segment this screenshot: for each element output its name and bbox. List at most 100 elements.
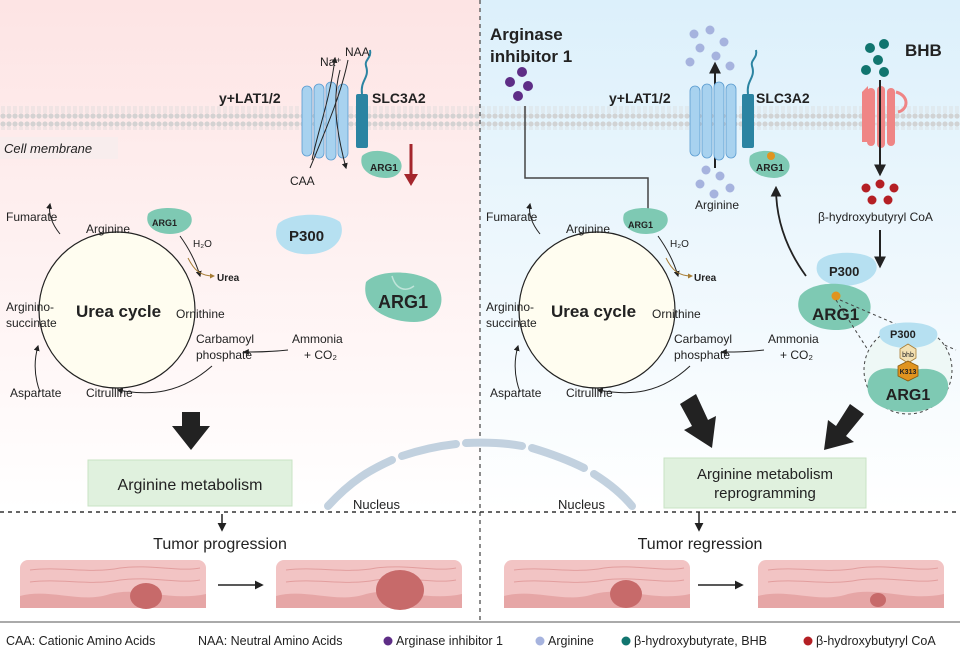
right-carbamoyl-label-2: phosphate <box>674 348 730 362</box>
legend-inhibitor-dot-icon <box>383 636 393 646</box>
citrulline-label: Citrulline <box>86 386 133 400</box>
left-cell-membrane <box>0 106 480 130</box>
left-arg1-small: ARG1 <box>361 150 402 178</box>
arg1-decrease-arrow-icon <box>404 174 418 186</box>
right-slc-label: SLC3A2 <box>756 90 810 106</box>
argininosuccinate-label-1: Arginino- <box>6 300 54 314</box>
left-arg1-big-label: ARG1 <box>378 292 428 312</box>
left-slc3a2 <box>356 49 372 148</box>
argininosuccinate-label-2: succinate <box>6 316 57 330</box>
right-argininosuccinate-label-1: Arginino- <box>486 300 534 314</box>
legend-bhb-coa: β-hydroxybutyryl CoA <box>816 634 936 648</box>
bhb-coa-dots <box>861 179 899 205</box>
legend-bhb: β-hydroxybutyrate, BHB <box>634 634 767 648</box>
right-argininosuccinate-label-2: succinate <box>486 316 537 330</box>
left-arg1-big: ARG1 <box>365 272 442 322</box>
bhb-dots <box>861 39 889 77</box>
right-arginine-cycle-label: Arginine <box>566 222 610 236</box>
zoom-inset: P300 bhb K313 ARG1 <box>835 299 957 415</box>
right-down-arrow-right-icon <box>824 404 864 450</box>
right-urea-cycle-title: Urea cycle <box>551 302 636 321</box>
left-p300: P300 <box>276 214 342 255</box>
right-aspartate-label: Aspartate <box>490 386 542 400</box>
ammonia-label-1: Ammonia <box>292 332 343 346</box>
tissue-left-before <box>20 560 206 609</box>
caa-transport-arrow <box>311 56 338 161</box>
right-ornithine-label: Ornithine <box>652 307 701 321</box>
left-lat-label: y+LAT1/2 <box>219 90 281 106</box>
right-lat-label: y+LAT1/2 <box>609 90 671 106</box>
right-citrulline-label: Citrulline <box>566 386 613 400</box>
right-slc3a2 <box>742 49 758 148</box>
urea-label: Urea <box>217 273 240 284</box>
cell-membrane-label: Cell membrane <box>4 141 92 156</box>
naa-transport-line <box>309 59 349 169</box>
right-cycle-arg1-label: ARG1 <box>628 220 653 230</box>
left-arg1-small-label: ARG1 <box>370 163 398 174</box>
right-outcome-box-line2: reprogramming <box>714 485 816 502</box>
right-arginine-label: Arginine <box>695 198 739 212</box>
tissue-right-after <box>758 560 944 608</box>
right-fumarate-label: Fumarate <box>486 210 538 224</box>
tissue-left-after <box>276 560 462 610</box>
tumor-progression-label: Tumor progression <box>153 536 287 553</box>
tumor-regression-label: Tumor regression <box>638 536 763 553</box>
complex-to-membrane-arrow <box>770 185 807 277</box>
caa-label: CAA <box>290 174 315 188</box>
right-urea-label: Urea <box>694 273 717 284</box>
left-slc-label: SLC3A2 <box>372 90 426 106</box>
left-outcome-box <box>87 459 293 507</box>
right-urea-cycle: Urea cycle Arginine Fumarate Arginino- s… <box>486 202 819 400</box>
legend-inhibitor: Arginase inhibitor 1 <box>396 634 503 648</box>
urea-cycle-title: Urea cycle <box>76 302 161 321</box>
cycle-arg1-label: ARG1 <box>152 218 177 228</box>
arginine-label: Arginine <box>86 222 130 236</box>
ammonia-label-2: + CO₂ <box>304 348 337 362</box>
na-transport-arrow <box>335 69 348 170</box>
fumarate-label: Fumarate <box>6 210 58 224</box>
aspartate-label: Aspartate <box>10 386 62 400</box>
right-arg1-small-label: ARG1 <box>756 163 784 174</box>
nucleus-label-right: Nucleus <box>558 497 605 512</box>
naa-label: NAA <box>345 45 370 59</box>
arginine-cluster-dots <box>685 25 735 199</box>
left-urea-cycle: Urea cycle Arginine Fumarate Arginino- s… <box>6 202 343 400</box>
zoom-p300-label: P300 <box>890 329 916 341</box>
legend-bhb-coa-dot-icon <box>803 636 813 646</box>
carbamoyl-label-2: phosphate <box>196 348 252 362</box>
right-carbamoyl-label-1: Carbamoyl <box>674 332 732 346</box>
left-p300-label: P300 <box>289 228 324 245</box>
inhibition-line <box>524 106 649 214</box>
legend: CAA: Cationic Amino Acids NAA: Neutral A… <box>6 634 936 648</box>
membrane-label-bg <box>0 137 118 159</box>
legend-bhb-dot-icon <box>621 636 631 646</box>
tissue-right-before <box>504 560 690 608</box>
legend-arginine: Arginine <box>548 634 594 648</box>
left-outcome-box-label: Arginine metabolism <box>118 477 263 494</box>
inhibitor-dots <box>505 67 533 101</box>
right-transporter-lat <box>689 81 737 161</box>
right-arg1-small: ARG1 <box>749 150 790 178</box>
complex-p300-label: P300 <box>829 264 859 279</box>
right-h2o-label: H₂O <box>670 239 689 250</box>
right-outcome-box-line1: Arginine metabolism <box>697 466 833 483</box>
bhb-label: BHB <box>905 41 942 60</box>
zoom-arg1-label: ARG1 <box>886 387 931 404</box>
p300-arg1-complex: P300 ARG1 <box>798 252 877 330</box>
right-down-arrow-left-icon <box>680 394 716 448</box>
zoom-bhb-label: bhb <box>902 352 914 359</box>
complex-arg1-label: ARG1 <box>812 305 859 324</box>
ornithine-label: Ornithine <box>176 307 225 321</box>
legend-caa: CAA: Cationic Amino Acids <box>6 634 155 648</box>
right-ammonia-label-2: + CO₂ <box>780 348 813 362</box>
na-label: Na⁺ <box>320 55 342 69</box>
bhb-coa-label: β-hydroxybutyryl CoA <box>818 210 933 224</box>
nucleus-envelope <box>324 438 636 510</box>
zoom-k313-label: K313 <box>900 369 917 376</box>
carbamoyl-label-1: Carbamoyl <box>196 332 254 346</box>
right-cycle-arg1-enzyme: ARG1 <box>623 208 668 234</box>
cycle-arg1-enzyme: ARG1 <box>147 208 192 234</box>
